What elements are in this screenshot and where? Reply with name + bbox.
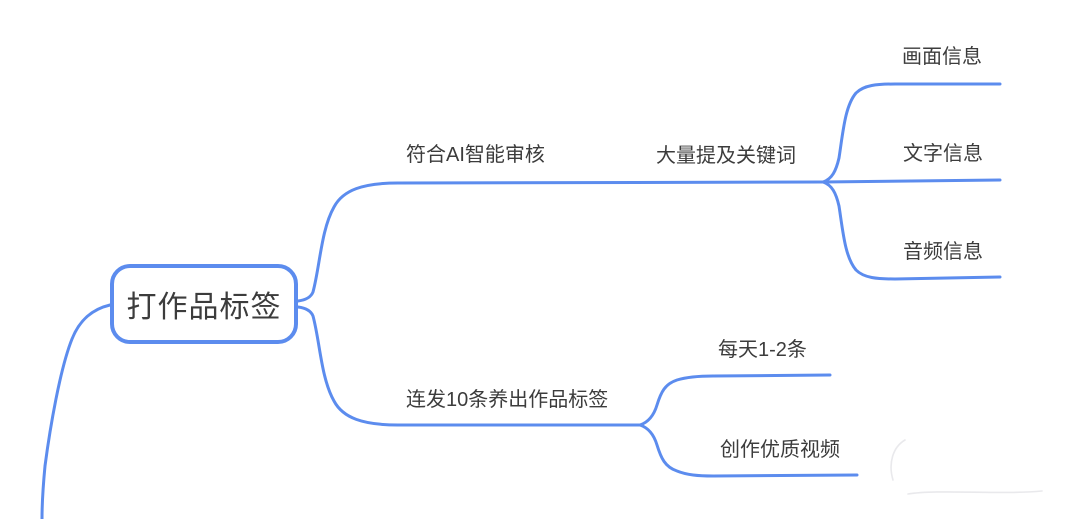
node-ai-review[interactable]: 符合AI智能审核 <box>406 144 545 166</box>
connector-root-offscreen <box>40 303 112 519</box>
node-audio-info[interactable]: 音频信息 <box>903 241 983 263</box>
connector-child-daily <box>638 373 832 427</box>
node-root[interactable]: 打作品标签 <box>110 264 298 344</box>
watermark <box>907 490 1043 495</box>
node-text-info[interactable]: 文字信息 <box>903 143 983 165</box>
node-quality-video[interactable]: 创作优质视频 <box>720 439 840 461</box>
node-publish-ten[interactable]: 连发10条养出作品标签 <box>406 389 609 411</box>
node-screen-info[interactable]: 画面信息 <box>902 46 982 68</box>
connector-child-screen-info <box>821 82 1002 184</box>
connector-child-audio-info <box>821 180 1002 281</box>
connector-child-text-info <box>821 178 1002 184</box>
watermark <box>890 439 906 481</box>
node-daily-one-two[interactable]: 每天1-2条 <box>718 339 807 361</box>
node-keyword-mentions[interactable]: 大量提及关键词 <box>656 145 796 167</box>
connector-branch-ai-review <box>296 180 825 303</box>
